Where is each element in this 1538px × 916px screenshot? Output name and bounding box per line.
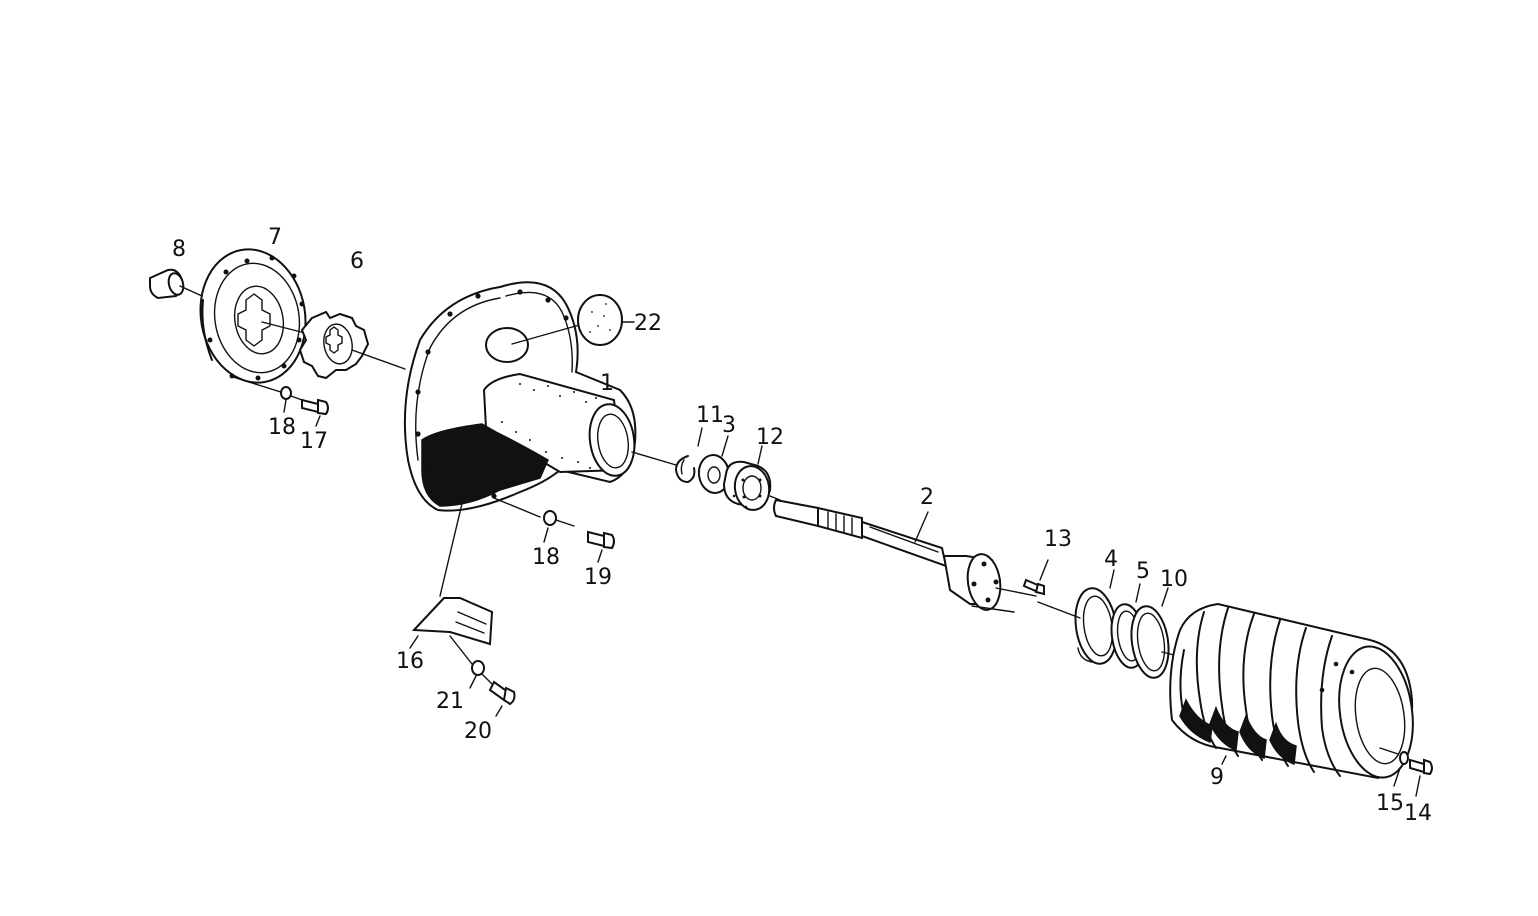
part-3-washer bbox=[697, 435, 731, 494]
callout-8: 8 bbox=[172, 237, 186, 262]
callout-18-lower: 18 bbox=[532, 545, 560, 570]
part-10-circlip-ring bbox=[1130, 587, 1179, 679]
part-11-circlip bbox=[675, 427, 703, 483]
callout-15: 15 bbox=[1376, 791, 1404, 816]
callout-9: 9 bbox=[1210, 765, 1224, 790]
callout-labels: 1 2 3 4 5 6 7 8 9 10 11 12 13 14 15 16 1… bbox=[172, 225, 1432, 826]
part-13-screw bbox=[1022, 559, 1049, 596]
housing-stipple bbox=[501, 383, 597, 469]
part-14-screw bbox=[1409, 758, 1433, 797]
callout-2: 2 bbox=[920, 485, 934, 510]
part-18-washer-upper bbox=[280, 386, 303, 413]
callout-20: 20 bbox=[464, 719, 492, 744]
part-16-bracket bbox=[409, 597, 494, 665]
callout-19: 19 bbox=[584, 565, 612, 590]
callout-10: 10 bbox=[1160, 567, 1188, 592]
part-12-bearing bbox=[722, 445, 781, 511]
callout-4: 4 bbox=[1104, 547, 1118, 572]
part-22-plug bbox=[577, 294, 635, 346]
callout-11: 11 bbox=[696, 403, 724, 428]
callout-5: 5 bbox=[1136, 559, 1150, 584]
callout-18-upper: 18 bbox=[268, 415, 296, 440]
callout-14: 14 bbox=[1404, 801, 1432, 826]
callout-16: 16 bbox=[396, 649, 424, 674]
callout-7: 7 bbox=[268, 225, 282, 250]
callout-13: 13 bbox=[1044, 527, 1072, 552]
callout-21: 21 bbox=[436, 689, 464, 714]
part-20-bolt bbox=[488, 680, 516, 717]
part-2-shaft bbox=[773, 498, 1037, 613]
part-8-bushing bbox=[149, 268, 203, 300]
part-7-flange-plate bbox=[199, 248, 307, 394]
part-1-housing bbox=[403, 281, 677, 597]
part-4-seal-ring bbox=[1037, 569, 1118, 665]
callout-22: 22 bbox=[634, 311, 662, 336]
callout-12: 12 bbox=[756, 425, 784, 450]
callout-3: 3 bbox=[722, 413, 736, 438]
callout-17: 17 bbox=[300, 429, 328, 454]
part-9-bellows bbox=[1169, 602, 1414, 780]
part-15-washer bbox=[1393, 751, 1409, 787]
part-21-washer bbox=[469, 660, 493, 689]
part-17-bolt-upper bbox=[301, 398, 329, 427]
part-19-bolt-lower bbox=[587, 530, 615, 563]
callout-6: 6 bbox=[350, 249, 364, 274]
part-18-washer-lower bbox=[543, 510, 575, 543]
callout-1: 1 bbox=[600, 371, 614, 396]
part-6-splined-coupling bbox=[298, 310, 406, 380]
